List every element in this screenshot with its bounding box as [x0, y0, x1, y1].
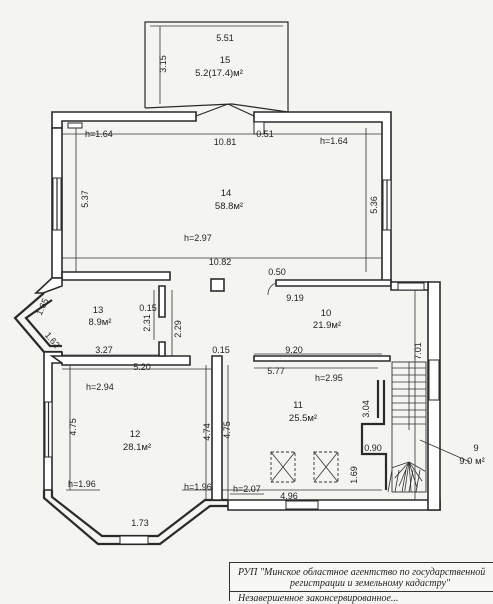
h-2-97: h=2.97 [184, 233, 212, 243]
room-14-area: 58.8м² [215, 201, 243, 212]
dim-5-51: 5.51 [216, 33, 234, 43]
windows [44, 122, 440, 545]
dim-10-81: 10.81 [214, 137, 237, 147]
dim-5-37: 5.37 [80, 190, 90, 208]
room-10-number: 10 [321, 308, 332, 319]
dim-0-50: 0.50 [268, 267, 286, 277]
dim-0-51: 0.51 [256, 129, 274, 139]
room-12-area: 28.1м² [123, 442, 151, 453]
room-9-number: 9 [473, 443, 478, 454]
dim-0-90: 0.90 [364, 443, 382, 453]
title-block-line-3: Незавершенное законсервированное... [238, 593, 399, 604]
stair-tread [415, 469, 421, 493]
h-2-07: h=2.07 [233, 484, 261, 494]
doors [195, 103, 277, 296]
h-1-64-left: h=1.64 [85, 129, 113, 139]
dim-3-04: 3.04 [361, 400, 371, 418]
h-2-94: h=2.94 [86, 382, 114, 392]
stair-tread [408, 461, 418, 489]
dim-3-15: 3.15 [158, 55, 168, 73]
stair-tread [387, 469, 393, 493]
room-14-number: 14 [221, 188, 232, 199]
stair-tread [398, 461, 410, 487]
h-1-96-left: h=1.96 [68, 479, 96, 489]
dim-2-31: 2.31 [142, 314, 152, 332]
balcony-outline [144, 21, 289, 113]
column [210, 278, 225, 292]
dim-5-77: 5.77 [267, 366, 285, 376]
dimension-lines [62, 25, 416, 500]
title-block-divider [230, 591, 493, 592]
dim-7-01: 7.01 [413, 342, 423, 360]
room-12-number: 12 [130, 429, 141, 440]
room9-leader [419, 439, 471, 463]
dim-2-29: 2.29 [173, 320, 183, 338]
room-11-area: 25.5м² [289, 413, 317, 424]
stair-tread [394, 461, 410, 479]
stair-tread [392, 461, 410, 469]
h-1-96-mid: h=1.96 [184, 482, 212, 492]
stair-tread [394, 469, 400, 493]
dim-4-74: 4.74 [202, 423, 212, 441]
h-1-64-right: h=1.64 [320, 136, 348, 146]
dim-0-15-b: 0.15 [212, 345, 230, 355]
dim-1-69: 1.69 [349, 466, 359, 484]
room-10-area: 21.9м² [313, 320, 341, 331]
staircase [387, 361, 427, 493]
h-2-95: h=2.95 [315, 373, 343, 383]
stair-tread [404, 461, 410, 492]
room-15-number: 15 [220, 55, 231, 66]
room-13-number: 13 [93, 305, 104, 316]
dim-3-27: 3.27 [95, 345, 113, 355]
stair-tread [408, 461, 412, 492]
fixtures [270, 451, 339, 483]
dim-10-82: 10.82 [209, 257, 232, 267]
dim-9-20: 9.20 [285, 345, 303, 355]
dim-4-96: 4.96 [280, 491, 298, 501]
dim-5-20: 5.20 [133, 362, 151, 372]
stair-tread [408, 469, 414, 493]
stair-tread [408, 461, 423, 482]
dim-4-75-mid: 4.75 [222, 421, 232, 439]
room-13-area: 8.9м² [89, 317, 112, 328]
room-15-area: 5.2(17.4)м² [195, 68, 243, 79]
title-block: РУП "Минское областное агентство по госу… [229, 562, 493, 604]
dim-4-75-left: 4.75 [68, 418, 78, 436]
stair-tread [408, 461, 426, 472]
height-labels: h=1.64 h=1.64 h=2.97 h=2.95 h=2.94 h=1.9… [68, 129, 348, 494]
dim-9-19: 9.19 [286, 293, 304, 303]
stair-tread [401, 469, 407, 493]
room-11-number: 11 [293, 400, 303, 411]
dim-0-15-a: 0.15 [139, 303, 157, 313]
room-labels: 15 5.2(17.4)м² 14 58.8м² 13 8.9м² 10 21.… [89, 55, 485, 467]
title-block-line-2: регистрации и земельному кадастру" [290, 578, 451, 589]
title-block-line-1: РУП "Минское областное агентство по госу… [238, 567, 486, 578]
dim-5-36: 5.36 [369, 196, 379, 214]
room-9-area: 9.0 м² [459, 456, 485, 467]
dim-1-73: 1.73 [131, 518, 149, 528]
